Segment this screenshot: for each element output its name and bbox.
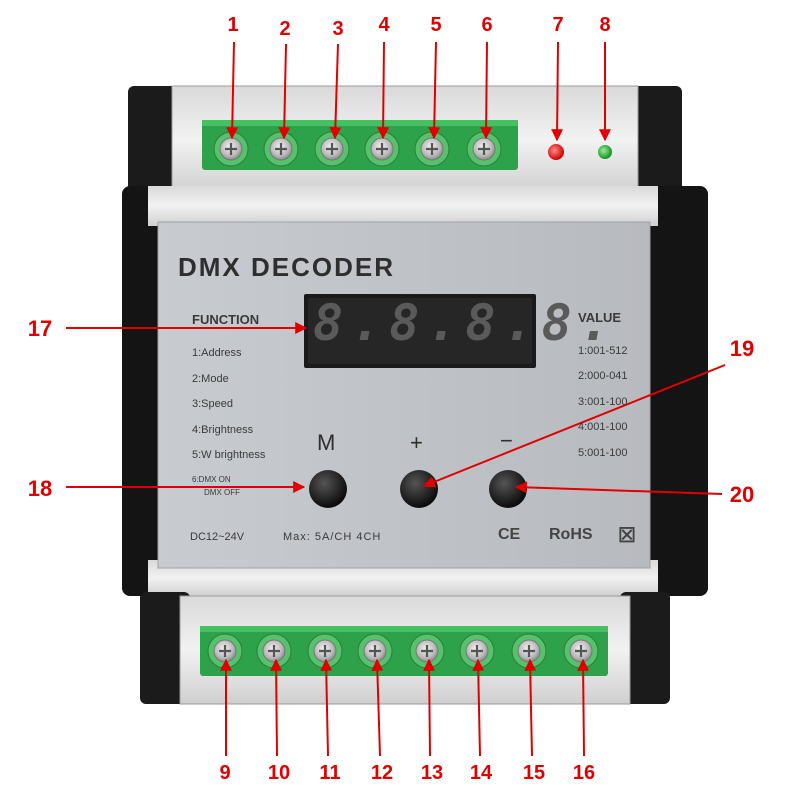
ce-mark: CE: [498, 526, 521, 543]
function-header: FUNCTION: [192, 312, 260, 327]
green-led: [598, 145, 612, 159]
value-item: 2:000-041: [578, 370, 628, 382]
led-display: [304, 294, 536, 368]
top-terminal-screws: [213, 131, 502, 167]
bottom-terminal-screws: [207, 633, 599, 669]
function-item: 5:W brightness: [192, 449, 266, 461]
m-button[interactable]: [309, 470, 347, 508]
top-screw-4: [364, 131, 400, 167]
arrow-16: [577, 658, 590, 757]
arrow-10: [270, 658, 283, 757]
bottom-screw-11: [307, 633, 343, 669]
callout-15: 15: [522, 762, 546, 784]
upper-housing: [128, 85, 682, 195]
arrow-2: [278, 43, 291, 140]
arrow-19: [422, 364, 726, 488]
arrow-14: [472, 658, 485, 757]
top-screw-3: [314, 131, 350, 167]
callout-6: 6: [481, 14, 493, 36]
display-digits: 8.8.8.8.: [313, 294, 618, 352]
callout-18: 18: [27, 476, 53, 501]
arrow-7: [551, 41, 564, 142]
arrow-4: [377, 41, 390, 140]
callout-7: 7: [552, 14, 564, 36]
minus-button-label: −: [500, 428, 513, 453]
minus-button[interactable]: [489, 470, 527, 508]
callout-11: 11: [319, 762, 341, 784]
callout-5: 5: [430, 14, 442, 36]
weee-mark-icon: ☒: [618, 525, 636, 547]
callout-17: 17: [27, 316, 53, 341]
lower-housing: [140, 592, 670, 705]
callout-3: 3: [332, 18, 344, 40]
bottom-screw-9: [207, 633, 243, 669]
callout-2: 2: [279, 18, 291, 40]
callout-20: 20: [729, 482, 755, 507]
arrow-12: [371, 658, 384, 757]
callout-10: 10: [267, 762, 291, 784]
top-screw-6: [466, 131, 502, 167]
value-item: 3:001-100: [578, 396, 628, 408]
function-item: 2:Mode: [192, 373, 229, 385]
callout-9: 9: [219, 762, 231, 784]
arrow-15: [524, 658, 537, 757]
arrow-5: [428, 41, 441, 140]
function-item: 4:Brightness: [192, 424, 254, 436]
arrow-13: [423, 658, 436, 757]
bottom-screw-15: [511, 633, 547, 669]
top-screw-5: [414, 131, 450, 167]
callout-12: 12: [370, 762, 394, 784]
function-item: 6:DMX ON: [192, 475, 231, 484]
value-item: 5:001-100: [578, 447, 628, 459]
value-item: 4:001-100: [578, 421, 628, 433]
top-screw-2: [263, 131, 299, 167]
callout-13: 13: [420, 762, 444, 784]
callout-1: 1: [227, 14, 239, 36]
callout-16: 16: [572, 762, 596, 784]
spec-voltage: DC12~24V: [190, 531, 245, 543]
bottom-screw-12: [357, 633, 393, 669]
arrow-6: [480, 41, 493, 140]
arrow-20: [514, 481, 723, 495]
arrow-1: [226, 41, 239, 140]
callout-14: 14: [469, 762, 493, 784]
plus-button-label: +: [410, 430, 423, 455]
callout-19: 19: [729, 336, 755, 361]
value-item: 1:001-512: [578, 345, 628, 357]
top-screw-1: [213, 131, 249, 167]
function-item: 1:Address: [192, 347, 242, 359]
arrow-11: [320, 658, 333, 757]
function-item: 3:Speed: [192, 398, 233, 410]
function-item: DMX OFF: [204, 488, 240, 497]
main-body: [122, 186, 708, 596]
device-title: DMX DECODER: [178, 252, 396, 282]
bottom-screw-14: [459, 633, 495, 669]
rohs-mark: RoHS: [549, 526, 593, 543]
callout-8: 8: [599, 14, 611, 36]
value-header: VALUE: [578, 310, 622, 325]
bottom-screw-13: [409, 633, 445, 669]
plus-button[interactable]: [400, 470, 438, 508]
bottom-screw-16: [563, 633, 599, 669]
arrow-3: [329, 43, 342, 140]
callout-arrows: [66, 41, 726, 757]
callout-4: 4: [378, 14, 390, 36]
red-led: [548, 144, 564, 160]
spec-current: Max: 5A/CH 4CH: [283, 531, 382, 543]
m-button-label: M: [317, 430, 336, 455]
bottom-screw-10: [256, 633, 292, 669]
